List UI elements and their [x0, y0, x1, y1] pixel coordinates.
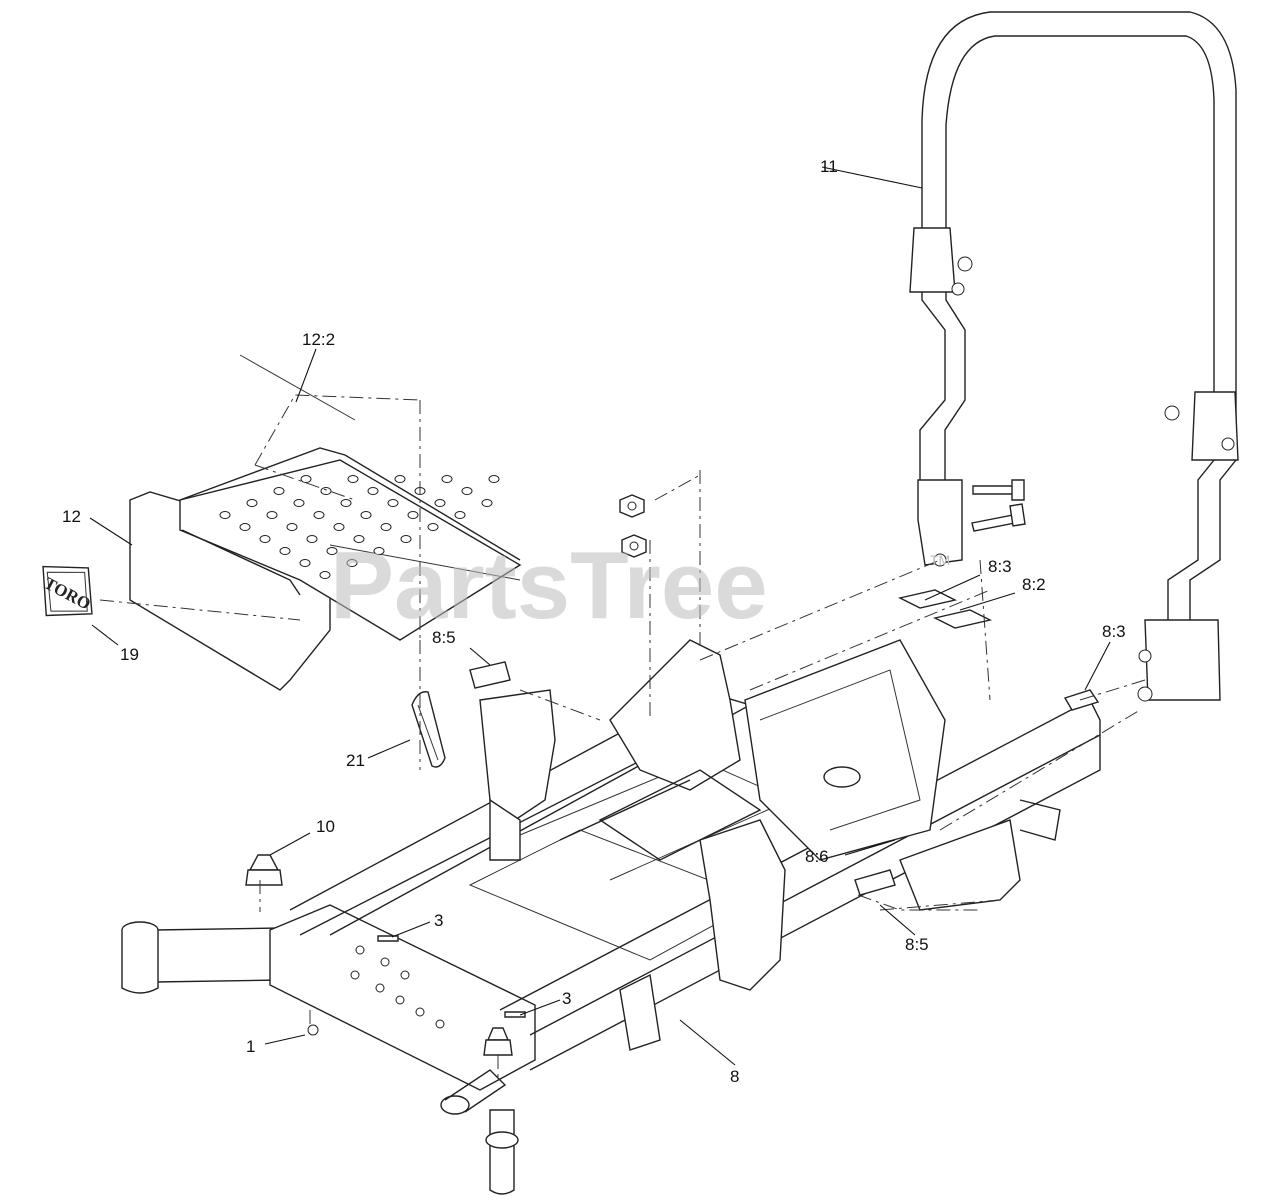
- callout-10: 10: [316, 817, 335, 836]
- footrest-hole: [266, 511, 278, 519]
- footrest-hole: [340, 499, 352, 507]
- footrest-hole: [454, 511, 466, 519]
- callout-8-3-right: 8:3: [1102, 622, 1126, 641]
- footrest-hole: [319, 571, 331, 579]
- callout-8-6: 8:6: [805, 847, 829, 866]
- callout-8-2: 8:2: [1022, 575, 1046, 594]
- footrest-hole: [353, 535, 365, 543]
- footrest-plate: [129, 447, 522, 691]
- callout-3-upper: 3: [434, 911, 443, 930]
- footrest-hole: [273, 487, 285, 495]
- footrest-hole: [326, 547, 338, 555]
- callout-11: 11: [820, 157, 838, 176]
- assembly-lines: [99, 354, 1146, 1078]
- callout-21: 21: [346, 751, 365, 770]
- footrest-hole: [441, 475, 453, 483]
- callout-1: 1: [246, 1037, 255, 1056]
- footrest-hole: [373, 547, 385, 555]
- footrest-hole: [367, 487, 379, 495]
- footrest-hole: [347, 475, 359, 483]
- footrest-hole: [488, 475, 500, 483]
- footrest-hole: [306, 535, 318, 543]
- roll-bar: [909, 11, 1239, 702]
- callout-3-lower: 3: [562, 989, 571, 1008]
- footrest-hole-pattern: [219, 475, 500, 579]
- callout-12: 12: [62, 507, 81, 526]
- footrest-hole: [246, 499, 258, 507]
- footrest-hole: [219, 511, 231, 519]
- callout-8-5-lower: 8:5: [905, 935, 929, 954]
- footrest-hole: [333, 523, 345, 531]
- footrest-hole: [387, 499, 399, 507]
- isolator-strip: [411, 691, 446, 768]
- footrest-hole: [461, 487, 473, 495]
- footrest-hole: [259, 535, 271, 543]
- footrest-hole: [400, 535, 412, 543]
- main-frame: [121, 639, 1101, 1195]
- footrest-hole: [360, 511, 372, 519]
- callout-8-3-left: 8:3: [988, 557, 1012, 576]
- footrest-hole: [394, 475, 406, 483]
- footrest-hole: [286, 523, 298, 531]
- footrest-hole: [427, 523, 439, 531]
- footrest-hole: [299, 559, 311, 567]
- callout-8-5-upper: 8:5: [432, 628, 456, 647]
- footrest-hole: [481, 499, 493, 507]
- roll-bar-bolts: [971, 479, 1026, 532]
- decals: [377, 589, 1100, 1018]
- watermark-text: PartsTree: [330, 532, 768, 639]
- footrest-hole: [313, 511, 325, 519]
- footrest-hole: [293, 499, 305, 507]
- callout-8: 8: [730, 1067, 739, 1086]
- callout-labels: 11 12:2 12 19 8:5 21 10 3 3 1 8 8:3 8:2 …: [62, 157, 1126, 1086]
- hex-nuts: [307, 494, 647, 1036]
- footrest-hole: [380, 523, 392, 531]
- footrest-hole: [279, 547, 291, 555]
- partstree-watermark: PartsTree TM: [330, 532, 950, 639]
- watermark-trademark: TM: [930, 552, 950, 568]
- footrest-hole: [320, 487, 332, 495]
- callout-12-2: 12:2: [302, 330, 335, 349]
- footrest-hole: [434, 499, 446, 507]
- footrest-hole: [407, 511, 419, 519]
- toro-decal: TORO: [41, 565, 94, 617]
- callout-19: 19: [120, 645, 139, 664]
- footrest-hole: [239, 523, 251, 531]
- footrest-hole: [300, 475, 312, 483]
- leader-lines: [89, 166, 1111, 1066]
- footrest-hole: [346, 559, 358, 567]
